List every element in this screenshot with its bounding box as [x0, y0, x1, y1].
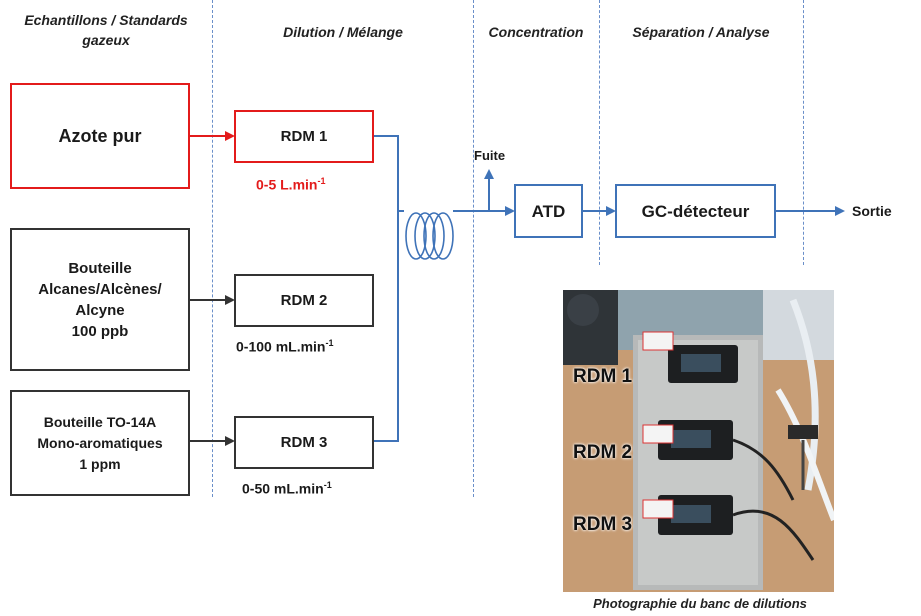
- rdm3-label: RDM 3: [280, 434, 328, 451]
- header-samples: Echantillons / Standards gazeux: [0, 10, 212, 50]
- alkanes-bottle-box: Bouteille Alcanes/Alcènes/ Alcyne 100 pp…: [10, 228, 190, 371]
- photo-label-rdm1: RDM 1: [573, 366, 633, 387]
- mixing-coil: [405, 212, 454, 260]
- alkanes-label-4: 100 ppb: [71, 322, 129, 340]
- dilution-bench-photo: RDM 1 RDM 2 RDM 3: [563, 290, 834, 592]
- header-dilution-label: Dilution / Mélange: [283, 24, 403, 40]
- header-concentration-label: Concentration: [488, 24, 584, 40]
- gc-detector-box: GC-détecteur: [615, 184, 776, 238]
- rdm1-box: RDM 1: [234, 110, 374, 163]
- header-dilution: Dilution / Mélange: [214, 22, 472, 42]
- atd-box: ATD: [514, 184, 583, 238]
- column-divider-1: [212, 0, 213, 497]
- column-divider-3: [599, 0, 600, 265]
- photo-label-rdm2: RDM 2: [573, 442, 633, 463]
- rdm2-range-text: 0-100 mL.min: [236, 338, 326, 355]
- header-concentration: Concentration: [474, 22, 598, 42]
- rdm3-box: RDM 3: [234, 416, 374, 469]
- leak-label-text: Fuite: [474, 148, 506, 163]
- header-samples-line1: Echantillons / Standards: [24, 12, 188, 28]
- alkanes-label-1: Bouteille: [68, 259, 132, 277]
- rdm2-range: 0-100 mL.min-1: [236, 338, 334, 355]
- rdm2-range-exponent: -1: [325, 338, 334, 348]
- gc-detector-label: GC-détecteur: [641, 201, 750, 221]
- alkanes-label-2: Alcanes/Alcènes/: [38, 280, 162, 298]
- to14a-bottle-box: Bouteille TO-14A Mono-aromatiques 1 ppm: [10, 390, 190, 496]
- rdm3-range-exponent: -1: [323, 480, 332, 490]
- outlet-label: Sortie: [852, 203, 892, 219]
- rdm2-box: RDM 2: [234, 274, 374, 327]
- rdm1-label: RDM 1: [280, 128, 328, 145]
- rdm1-range-text: 0-5 L.min: [256, 176, 318, 193]
- rdm2-label: RDM 2: [280, 292, 328, 309]
- alkanes-label-3: Alcyne: [75, 301, 125, 319]
- photo-label-rdm3: RDM 3: [573, 514, 633, 535]
- to14a-label-2: Mono-aromatiques: [37, 434, 163, 451]
- outlet-label-text: Sortie: [852, 203, 892, 219]
- leak-label: Fuite: [474, 148, 505, 163]
- atd-label: ATD: [531, 201, 566, 221]
- to14a-label-1: Bouteille TO-14A: [43, 413, 157, 430]
- rdm1-range-exponent: -1: [317, 176, 326, 186]
- nitrogen-label: Azote pur: [58, 125, 142, 146]
- column-divider-4: [803, 0, 804, 265]
- rdm1-range: 0-5 L.min-1: [256, 176, 325, 193]
- rdm3-range: 0-50 mL.min-1: [242, 480, 332, 497]
- header-samples-line2: gazeux: [82, 32, 130, 48]
- rdm3-range-text: 0-50 mL.min: [242, 480, 324, 497]
- line-rdm3-out: [373, 211, 399, 442]
- to14a-label-3: 1 ppm: [79, 455, 121, 472]
- bench-photo-illustration: [563, 290, 834, 592]
- nitrogen-source-box: Azote pur: [10, 83, 190, 189]
- photo-caption: Photographie du banc de dilutions: [593, 596, 807, 611]
- line-rdm1-out: [373, 135, 399, 211]
- column-divider-2: [473, 0, 474, 497]
- header-separation-label: Séparation / Analyse: [632, 24, 770, 40]
- header-separation: Séparation / Analyse: [600, 22, 802, 42]
